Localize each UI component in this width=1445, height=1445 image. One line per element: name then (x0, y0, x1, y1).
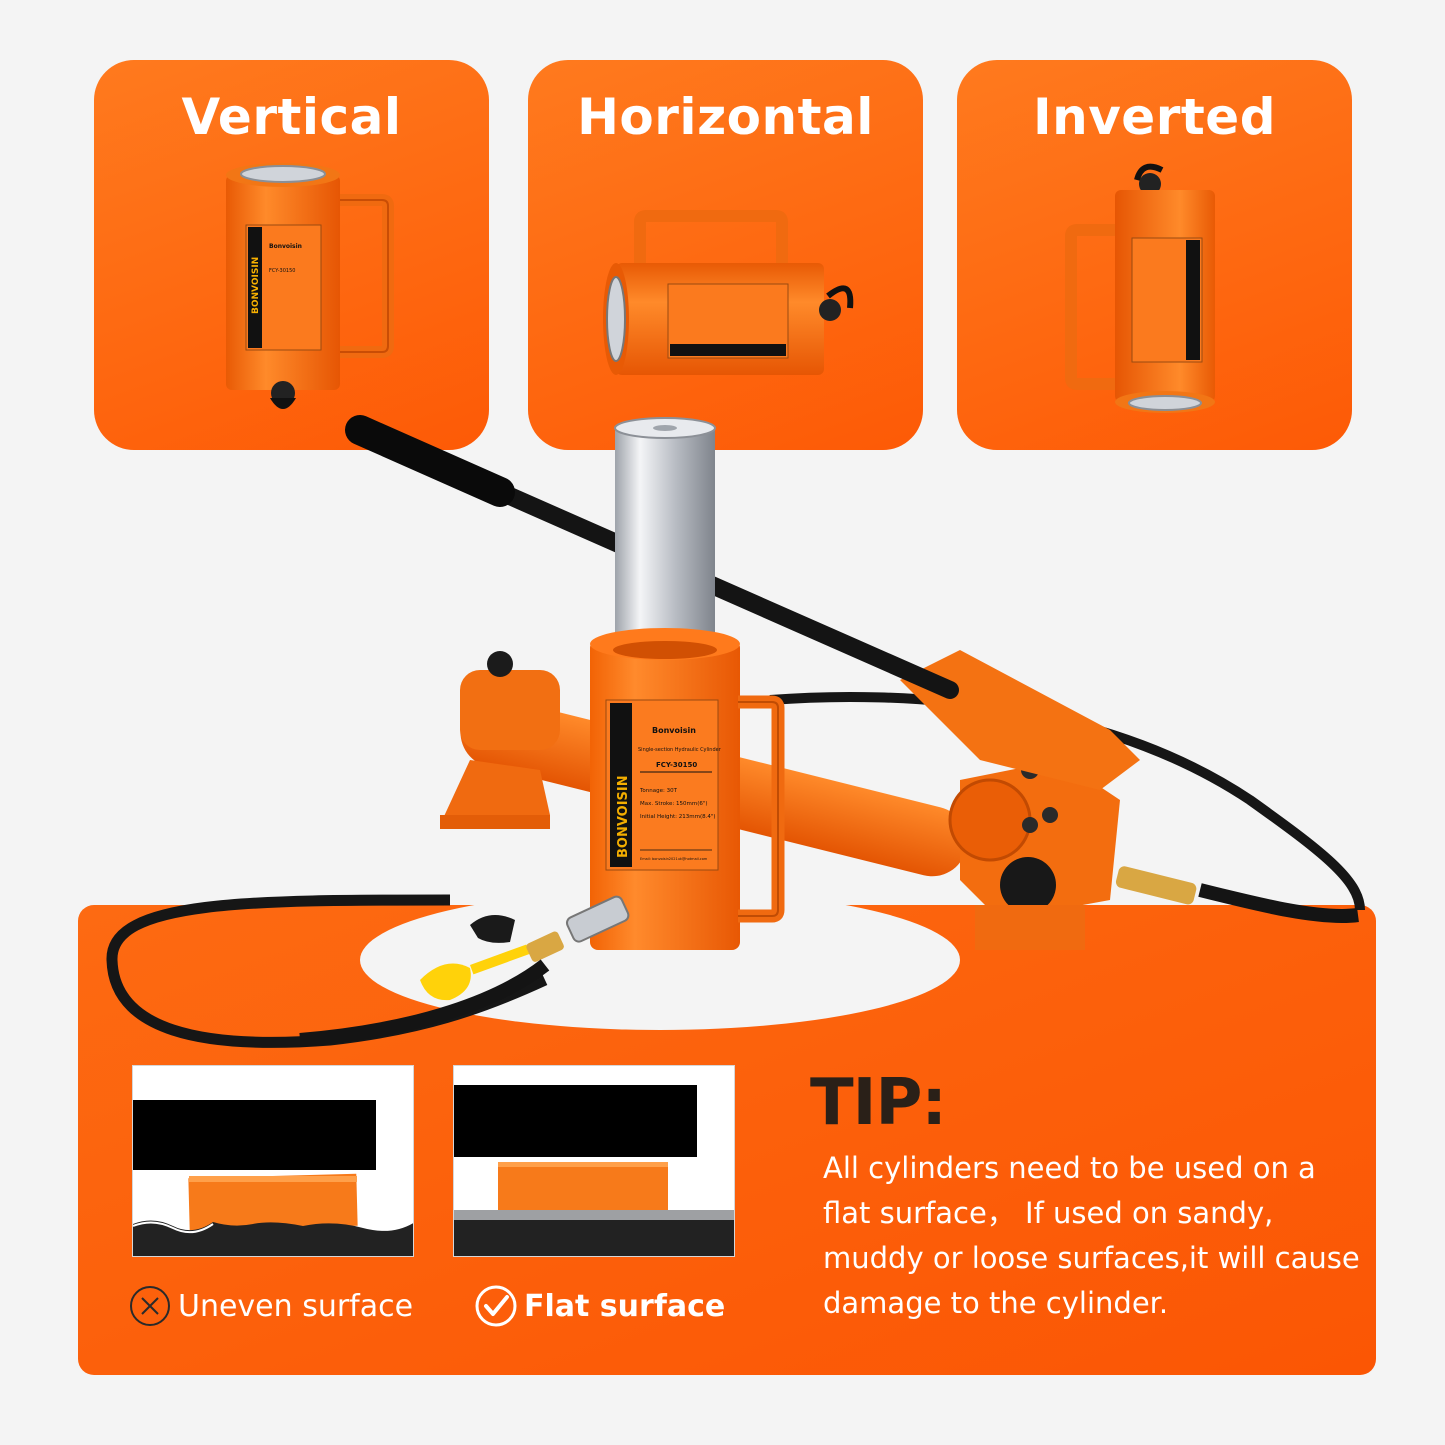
cylinder-horizontal-image (603, 210, 854, 375)
label-model: FCY-30150 (269, 268, 295, 274)
flat-surface-illustration (453, 1065, 735, 1257)
uneven-surface-label: Uneven surface (178, 1288, 414, 1324)
cylinder-inverted-image (1065, 163, 1215, 413)
uneven-surface-caption: Uneven surface (128, 1283, 413, 1329)
check-circle-icon (474, 1284, 518, 1328)
flat-surface-label: Flat surface (524, 1288, 726, 1324)
flat-surface-caption: Flat surface (474, 1283, 725, 1329)
card-vertical: Vertical BONVOISIN Bonvoisin FCY-30150 (94, 60, 489, 450)
main-label-height: Initial Height: 213mm(8.4") (640, 814, 716, 820)
label-brand-title: Bonvoisin (269, 243, 302, 250)
main-label-tonnage: Tonnage: 30T (639, 788, 678, 794)
card-title-vertical: Vertical (181, 88, 402, 146)
card-inverted: Inverted (957, 60, 1352, 450)
main-label-stroke: Max. Stroke: 150mm(6") (640, 801, 708, 807)
main-label-brand-title: Bonvoisin (652, 726, 696, 735)
main-label-brand-vertical: BONVOISIN (616, 775, 631, 858)
card-title-horizontal: Horizontal (577, 88, 874, 146)
tip-text: All cylinders need to be used on a flat … (823, 1151, 1360, 1320)
tip-title: TIP: (810, 1066, 947, 1140)
uneven-surface-illustration (132, 1065, 414, 1257)
card-horizontal: Horizontal (528, 60, 923, 450)
main-label-subtitle: Single-section Hydraulic Cylinder (638, 747, 722, 753)
cross-circle-icon (128, 1284, 172, 1328)
cylinder-vertical-image: BONVOISIN Bonvoisin FCY-30150 (226, 163, 394, 409)
main-label-model: FCY-30150 (656, 761, 697, 769)
card-title-inverted: Inverted (1033, 88, 1276, 146)
label-brand-vertical: BONVOISIN (251, 257, 261, 314)
main-label-email: Email: bonvoisin2021uk@hotmail.com (640, 857, 708, 861)
